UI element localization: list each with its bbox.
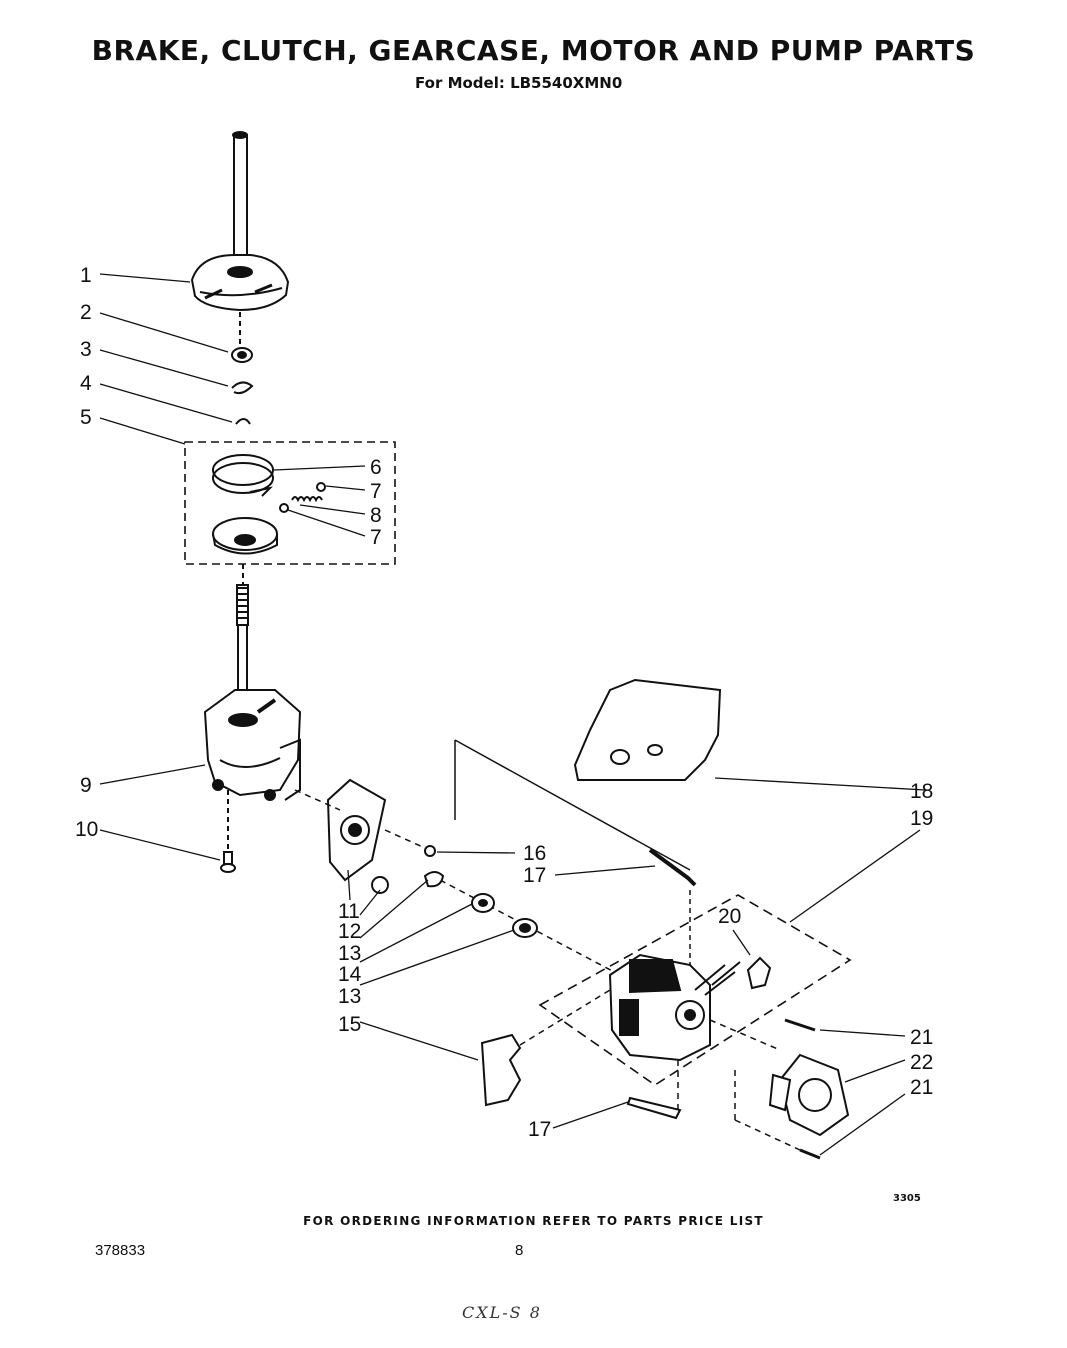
pump-part: [768, 1018, 850, 1160]
callout-19: 19: [910, 807, 933, 830]
callout-15: 15: [338, 1013, 361, 1036]
bolt-part: [220, 851, 236, 873]
callout-11: 11: [338, 900, 360, 923]
callout-20: 20: [718, 905, 741, 928]
dashed-axis-pump: [677, 1019, 801, 1151]
callout-2: 2: [80, 301, 92, 324]
callout-1: 1: [80, 264, 92, 287]
handwritten-mark: CXL-S 8: [462, 1303, 542, 1322]
brake-drum-part: [212, 517, 278, 555]
callout-8: 8: [370, 504, 382, 527]
callout-17b: 17: [528, 1118, 551, 1141]
connector-part: [746, 956, 772, 990]
callout-14: 14: [338, 963, 362, 986]
callout-21a: 21: [910, 1026, 933, 1049]
retaining-ring-part: [235, 418, 251, 425]
callout-3: 3: [80, 338, 92, 361]
mounting-plate-part: [326, 778, 387, 882]
document-number: 378833: [95, 1242, 146, 1259]
model-subtitle: For Model: LB5540XMN0: [415, 74, 623, 92]
gearcase-part: [203, 584, 302, 801]
motor-part: [608, 953, 741, 1062]
callout-18: 18: [910, 780, 933, 803]
callout-9: 9: [80, 774, 92, 797]
callout-10: 10: [75, 818, 98, 841]
brake-assembly-part: [190, 131, 290, 312]
page-number: 8: [515, 1242, 524, 1259]
diagram-code: 3305: [893, 1193, 921, 1204]
callout-4: 4: [80, 372, 92, 395]
callout-16: 16: [523, 842, 546, 865]
belt-part: [626, 1096, 682, 1120]
spring-washer-part: [231, 381, 254, 395]
callout-13a: 13: [338, 942, 361, 965]
brake-kit-dashed-box: [184, 441, 396, 565]
callout-13b: 13: [338, 985, 361, 1008]
motor-dashed-box: [538, 894, 852, 1086]
leader-lines: [99, 273, 926, 1156]
page-title: BRAKE, CLUTCH, GEARCASE, MOTOR AND PUMP …: [91, 34, 976, 67]
callout-7b: 7: [370, 526, 382, 549]
shield-part: [480, 1033, 522, 1107]
callout-12: 12: [338, 920, 361, 943]
clutch-small-parts: [371, 845, 538, 938]
callout-22: 22: [910, 1051, 933, 1074]
callout-7a: 7: [370, 480, 382, 503]
ordering-note: FOR ORDERING INFORMATION REFER TO PARTS …: [303, 1214, 764, 1228]
brake-spring-part: [279, 482, 326, 513]
callout-21b: 21: [910, 1076, 933, 1099]
callout-5: 5: [80, 406, 92, 429]
bearing-part: [231, 347, 253, 363]
callout-6: 6: [370, 456, 382, 479]
brake-band-part: [212, 454, 274, 497]
callout-17a: 17: [523, 864, 546, 887]
gasket-part: [573, 678, 722, 781]
